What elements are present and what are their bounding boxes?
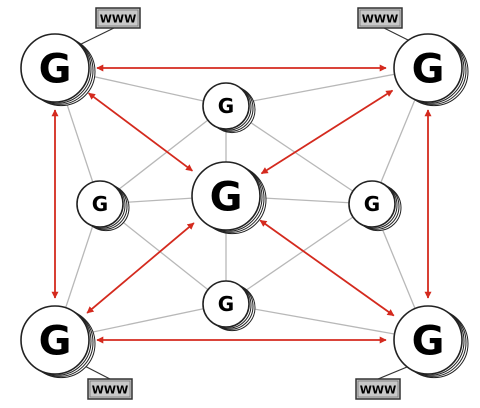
www-label: WWW [360,384,396,397]
www-label: WWW [92,384,128,397]
red-link-bottom-left-center [86,222,195,314]
nodes: G G G G G G G G G [20,33,469,379]
red-link-top-left-center [88,92,193,172]
node-label: G [39,318,72,364]
node-label: G [39,46,72,92]
red-links [51,64,432,344]
red-link-bottom-right-center [259,219,395,317]
node-label: G [412,318,445,364]
node-bottom-middle: G [202,280,256,332]
node-left-middle: G [76,180,130,232]
node-bottom-left: G [20,305,96,379]
www-badge-top-left: WWW [72,7,141,49]
node-label: G [364,192,380,216]
node-top-left: G [20,33,96,107]
node-center: G [191,161,267,235]
node-top-right: G [393,33,469,107]
www-label: WWW [362,13,398,26]
node-label: G [218,292,234,316]
node-label: G [412,46,445,92]
node-label: G [92,192,108,216]
node-top-middle: G [202,82,256,134]
node-right-middle: G [348,180,402,232]
node-label: G [210,174,243,220]
node-label: G [218,94,234,118]
www-badge-top-right: WWW [357,7,425,49]
red-link-top-right-center [260,89,394,175]
node-bottom-right: G [393,305,469,379]
www-label: WWW [100,13,136,26]
